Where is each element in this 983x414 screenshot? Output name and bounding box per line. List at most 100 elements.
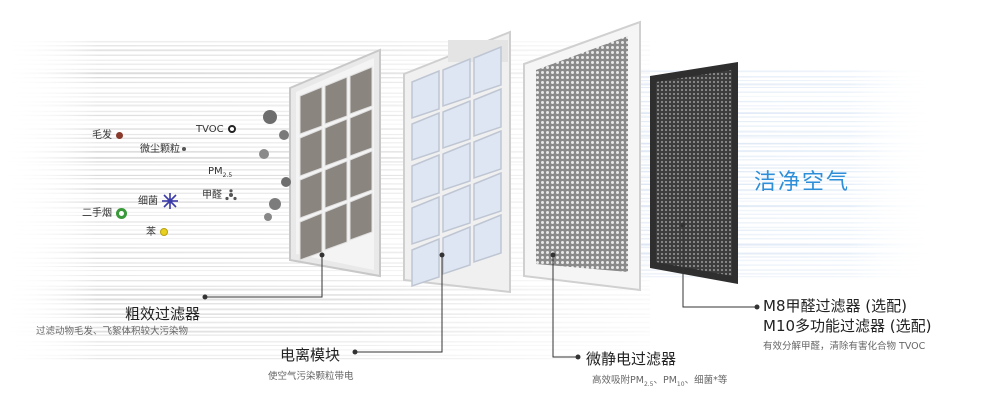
clean-air-streak <box>640 252 940 255</box>
clean-air-streak <box>640 193 940 195</box>
clean-air-headline: 洁净空气 <box>754 170 851 195</box>
ionizer-cell <box>411 237 440 288</box>
formaldehyde-filter-desc: 有效分解甲醛，清除有害化合物 TVOC <box>763 341 926 352</box>
ionizer-cell <box>442 141 471 192</box>
ionizer-cell <box>411 69 440 120</box>
air-streak <box>0 63 650 66</box>
pollutant-bacteria-label: 细菌 <box>138 196 158 207</box>
ionizer-cell <box>473 213 502 264</box>
clean-air-streak <box>640 137 940 139</box>
particle-cluster <box>259 110 291 221</box>
air-streak <box>0 293 650 296</box>
ionizer-module-panel <box>403 30 511 294</box>
clean-air-streak <box>640 155 940 158</box>
coarse-filter-title: 粗效过滤器 <box>124 305 200 323</box>
pollutant-pm25-label: PM <box>208 166 223 177</box>
air-streak <box>0 275 650 277</box>
mesh-cell <box>299 86 323 135</box>
mesh-cell <box>349 150 373 199</box>
pollutant-dust: 微尘颗粒 <box>140 140 186 155</box>
formaldehyde-filter-callout: M8甲醛过滤器 (选配) M10多功能过滤器 (选配) 有效分解甲醛，清除有害化… <box>763 296 932 352</box>
pollutant-dust-label: 微尘颗粒 <box>140 144 180 155</box>
pollutant-hair-label: 毛发 <box>92 130 112 141</box>
air-streak <box>0 330 650 333</box>
clean-air-streak <box>640 159 940 161</box>
ionizer-cell <box>473 171 502 222</box>
clean-air-streak <box>640 264 940 266</box>
clean-air-streak <box>640 233 940 236</box>
air-streak <box>0 298 650 301</box>
electrostatic-desc-sub2: 10 <box>676 380 685 388</box>
pollutant-pm25: PM2.5 <box>208 166 232 179</box>
clean-air-streak <box>640 217 940 219</box>
air-streak <box>0 54 650 56</box>
clean-air-streak <box>640 80 940 82</box>
pollutant-tvoc: TVOC <box>196 124 236 135</box>
clean-air-streak <box>640 269 940 271</box>
clean-air-streak <box>640 255 940 258</box>
clean-air-streak <box>640 167 940 169</box>
clean-air-streak <box>640 243 940 246</box>
ionizer-cell <box>473 129 502 180</box>
m10-filter-title: M10多功能过滤器 (选配) <box>763 317 932 335</box>
ionizer-title: 电离模块 <box>280 346 341 364</box>
mesh-cell <box>324 202 348 251</box>
ionizer-cell <box>411 195 440 246</box>
coarse-filter-panel <box>289 48 381 278</box>
clean-air-streak <box>640 200 940 202</box>
ionizer-cell <box>442 183 471 234</box>
tvoc-particle-icon <box>227 125 236 133</box>
electrostatic-desc-main: 高效吸附PM <box>592 375 644 386</box>
clean-air-streak <box>640 146 940 148</box>
clean-air-streak <box>640 229 940 232</box>
formaldehyde-filter-panel <box>650 62 738 284</box>
electrostatic-desc: 高效吸附PM2.5、PM10、细菌*等 <box>592 372 727 388</box>
clean-air-streak <box>640 86 940 88</box>
clean-air-streak <box>640 105 940 107</box>
coarse-filter-desc: 过滤动物毛发、飞絮体积较大污染物 <box>36 326 189 337</box>
ionizer-cell <box>442 225 471 276</box>
clean-air-streak <box>640 142 940 145</box>
formaldehyde-molecule-icon <box>225 189 237 201</box>
electrostatic-desc-sub1: 2.5 <box>643 380 654 388</box>
m8-filter-title: M8甲醛过滤器 (选配) <box>763 297 907 315</box>
air-streak <box>0 340 650 343</box>
air-streak <box>0 280 650 282</box>
benzene-particle-icon <box>160 228 168 236</box>
pollutant-pm25-subscript: 2.5 <box>222 172 233 179</box>
mesh-cell <box>324 118 348 167</box>
air-streak <box>0 349 650 351</box>
clean-air-streak <box>640 70 940 73</box>
ionizer-desc: 使空气污染颗粒带电 <box>268 371 354 382</box>
clean-air-streak <box>640 226 940 229</box>
clean-air-streak <box>640 112 940 115</box>
air-streak <box>0 316 650 318</box>
mesh-cell <box>299 212 323 261</box>
pollutant-tvoc-label: TVOC <box>196 124 224 135</box>
air-streak <box>0 49 650 52</box>
air-streak <box>0 358 650 360</box>
pollutant-bacteria: 细菌 <box>138 192 179 210</box>
pollutant-hair: 毛发 <box>92 126 123 141</box>
mesh-cell <box>324 160 348 209</box>
pollutant-benzene: 苯 <box>146 223 168 238</box>
clean-air-streak <box>640 272 940 275</box>
clean-air-streak <box>640 150 940 153</box>
ionizer-cell <box>442 57 471 108</box>
clean-air-streak <box>640 164 940 166</box>
clean-air-streak <box>640 209 940 212</box>
pollutant-benzene-label: 苯 <box>146 227 156 238</box>
mesh-cell <box>349 108 373 157</box>
ionizer-cell <box>411 153 440 204</box>
air-streak <box>0 326 650 329</box>
air-streak <box>0 45 650 47</box>
clean-air-streak <box>640 259 940 262</box>
air-streak <box>0 288 650 291</box>
clean-air-streak <box>640 246 940 248</box>
clean-air-streak <box>640 95 940 97</box>
air-streak <box>0 270 650 272</box>
clean-air-streak <box>640 125 940 127</box>
air-streak <box>0 285 650 288</box>
clean-air-streak <box>640 100 940 103</box>
